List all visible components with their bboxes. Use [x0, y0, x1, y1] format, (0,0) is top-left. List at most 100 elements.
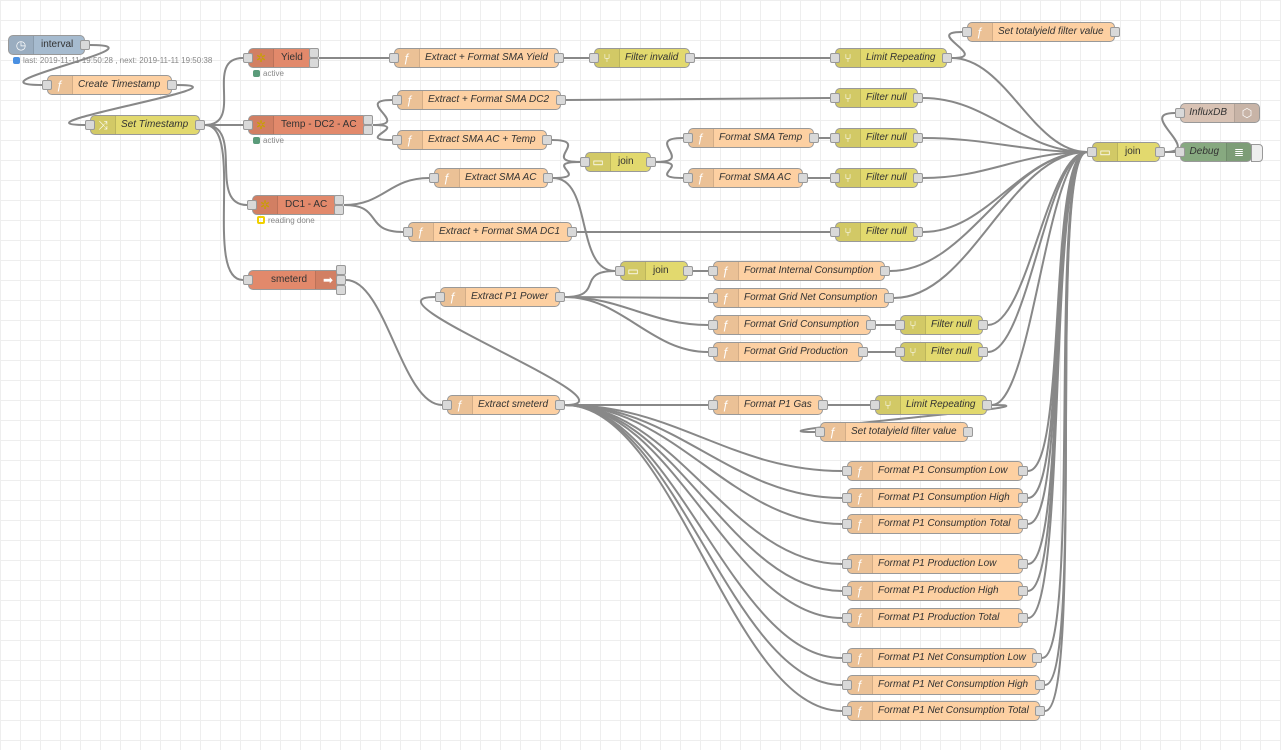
output-port[interactable]: [309, 48, 319, 58]
input-port[interactable]: [435, 292, 445, 302]
output-port[interactable]: [309, 58, 319, 68]
wire[interactable]: [1027, 151, 1088, 619]
output-port[interactable]: [363, 115, 373, 125]
input-port[interactable]: [389, 53, 399, 63]
input-port[interactable]: [247, 200, 257, 210]
node-filter-invalid[interactable]: ⑂Filter invalid: [594, 48, 690, 68]
node-yield[interactable]: ✲Yield: [248, 48, 314, 68]
node-influxdb[interactable]: ⬡InfluxDB: [1180, 103, 1260, 123]
node-interval[interactable]: ◷interval: [8, 35, 85, 55]
input-port[interactable]: [708, 266, 718, 276]
wire[interactable]: [204, 124, 244, 281]
wire[interactable]: [1044, 151, 1088, 712]
input-port[interactable]: [962, 27, 972, 37]
input-port[interactable]: [895, 347, 905, 357]
output-port[interactable]: [1035, 706, 1045, 716]
wire[interactable]: [564, 404, 843, 686]
wire[interactable]: [564, 296, 709, 353]
output-port[interactable]: [336, 285, 346, 295]
input-port[interactable]: [895, 320, 905, 330]
node-temp-dc2-ac[interactable]: ✲Temp - DC2 - AC: [248, 115, 368, 135]
input-port[interactable]: [403, 227, 413, 237]
node-filter-null[interactable]: ⑂Filter null: [835, 88, 918, 108]
input-port[interactable]: [392, 135, 402, 145]
wire[interactable]: [552, 177, 616, 272]
output-port[interactable]: [80, 40, 90, 50]
input-port[interactable]: [429, 173, 439, 183]
node-filter-null[interactable]: ⑂Filter null: [835, 168, 918, 188]
wire[interactable]: [345, 279, 443, 406]
wire[interactable]: [552, 161, 581, 179]
wire[interactable]: [564, 404, 843, 659]
node-dc1-ac[interactable]: ✲DC1 - AC: [252, 195, 339, 215]
output-port[interactable]: [963, 427, 973, 437]
input-port[interactable]: [708, 320, 718, 330]
input-port[interactable]: [830, 133, 840, 143]
input-port[interactable]: [815, 427, 825, 437]
wire[interactable]: [22, 44, 110, 86]
input-port[interactable]: [708, 347, 718, 357]
output-port[interactable]: [1018, 559, 1028, 569]
wire[interactable]: [343, 177, 430, 206]
input-port[interactable]: [842, 653, 852, 663]
output-port[interactable]: [880, 266, 890, 276]
node-filter-null[interactable]: ⑂Filter null: [900, 315, 983, 335]
input-port[interactable]: [830, 227, 840, 237]
output-port[interactable]: [336, 265, 346, 275]
wire[interactable]: [889, 151, 1088, 272]
output-port[interactable]: [685, 53, 695, 63]
wire[interactable]: [68, 84, 194, 126]
input-port[interactable]: [243, 53, 253, 63]
output-port[interactable]: [1018, 586, 1028, 596]
output-port[interactable]: [978, 320, 988, 330]
input-port[interactable]: [243, 120, 253, 130]
output-port[interactable]: [334, 195, 344, 205]
output-port[interactable]: [554, 53, 564, 63]
output-port[interactable]: [809, 133, 819, 143]
output-port[interactable]: [555, 400, 565, 410]
input-port[interactable]: [870, 400, 880, 410]
output-port[interactable]: [542, 135, 552, 145]
output-port[interactable]: [683, 266, 693, 276]
wire[interactable]: [893, 151, 1088, 299]
wire[interactable]: [655, 161, 684, 179]
node-limit-repeating[interactable]: ⑂Limit Repeating: [875, 395, 987, 415]
input-port[interactable]: [830, 93, 840, 103]
input-port[interactable]: [830, 53, 840, 63]
output-port[interactable]: [195, 120, 205, 130]
input-port[interactable]: [580, 157, 590, 167]
wire[interactable]: [420, 296, 580, 406]
input-port[interactable]: [42, 80, 52, 90]
output-port[interactable]: [913, 173, 923, 183]
wire[interactable]: [655, 137, 684, 163]
wire[interactable]: [564, 404, 843, 525]
output-port[interactable]: [1155, 147, 1165, 157]
wire[interactable]: [564, 404, 843, 619]
input-port[interactable]: [1087, 147, 1097, 157]
wire[interactable]: [204, 57, 244, 126]
input-port[interactable]: [442, 400, 452, 410]
output-port[interactable]: [978, 347, 988, 357]
node-join[interactable]: ▭join: [620, 261, 688, 281]
input-port[interactable]: [842, 519, 852, 529]
node-limit-repeating[interactable]: ⑂Limit Repeating: [835, 48, 947, 68]
node-join[interactable]: ▭join: [585, 152, 651, 172]
